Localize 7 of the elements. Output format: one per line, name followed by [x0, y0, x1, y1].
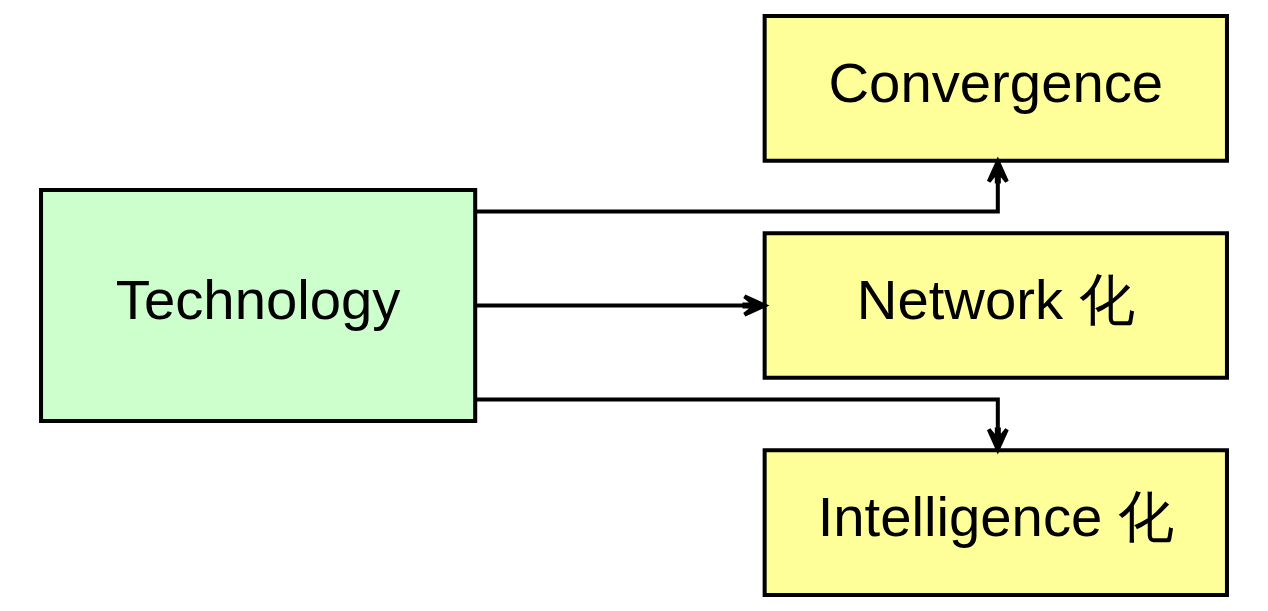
node-box: Technology: [39, 187, 478, 424]
arrow: [476, 159, 1009, 214]
node-box: Convergence: [762, 14, 1229, 163]
arrow: [475, 294, 767, 317]
node-box: Intelligence 化: [762, 448, 1229, 597]
arrow: [476, 397, 1009, 452]
node-box: Network 化: [762, 231, 1229, 380]
